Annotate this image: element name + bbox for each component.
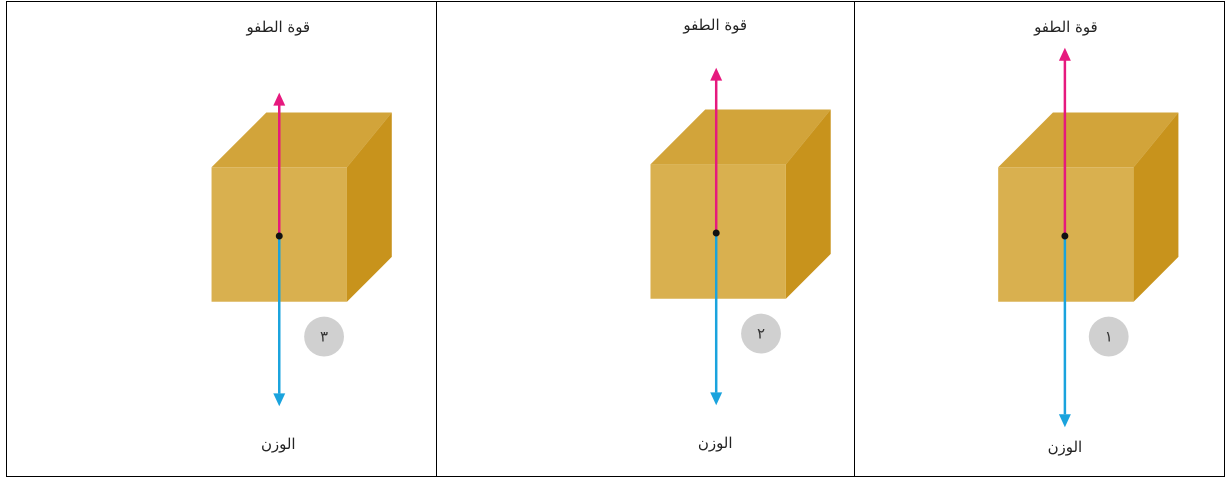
- buoyancy-arrow: [710, 67, 723, 234]
- panel-number: ٢: [757, 325, 765, 343]
- buoyancy-arrow: [1058, 47, 1071, 237]
- cube-top-face: [650, 109, 831, 165]
- cube: [211, 112, 392, 302]
- cube-top-face: [998, 112, 1179, 168]
- panel-number-badge: ٣: [304, 316, 344, 357]
- weight-label: الوزن: [698, 434, 733, 452]
- cube-top-face: [211, 112, 392, 168]
- panel-2-figure: قوة الطفو ٢ الوزن: [650, 16, 831, 452]
- buoyancy-arrow: [273, 92, 286, 237]
- cube-side-face: [785, 109, 831, 299]
- center-dot: [275, 232, 283, 240]
- weight-arrow: [1058, 236, 1071, 428]
- cube: [998, 112, 1179, 302]
- panel-1: قوة الطفو ١ الوزن: [855, 2, 1224, 476]
- center-dot: [1061, 232, 1069, 240]
- panel-number: ٣: [320, 328, 328, 346]
- panel-3-figure: قوة الطفو ٣ الوزن: [211, 18, 392, 453]
- panel-number-badge: ٢: [741, 313, 781, 354]
- center-dot: [712, 229, 720, 237]
- cube-side-face: [346, 112, 392, 302]
- weight-label: الوزن: [261, 435, 296, 453]
- cube-side-face: [1133, 112, 1179, 302]
- weight-arrow: [273, 236, 286, 407]
- panel-3: قوة الطفو ٣ الوزن: [7, 2, 437, 476]
- panel-1-figure: قوة الطفو ١ الوزن: [998, 18, 1179, 456]
- weight-label: الوزن: [1048, 438, 1083, 456]
- panel-number: ١: [1105, 328, 1113, 346]
- panel-2: قوة الطفو ٢ الوزن: [437, 2, 855, 476]
- diagram-table: قوة الطفو ٣ الوزن قوة الط: [6, 1, 1225, 477]
- weight-arrow: [710, 233, 723, 406]
- cube: [650, 109, 831, 299]
- buoyancy-label: قوة الطفو: [682, 16, 747, 34]
- buoyancy-label: قوة الطفو: [1033, 18, 1098, 36]
- panel-number-badge: ١: [1088, 316, 1129, 357]
- buoyancy-label: قوة الطفو: [245, 18, 310, 36]
